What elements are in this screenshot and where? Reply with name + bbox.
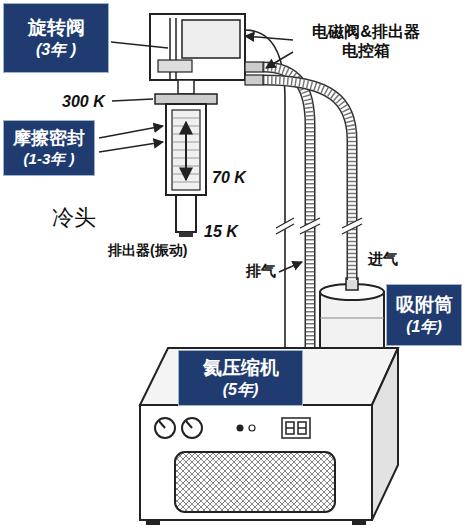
helium-compressor — [182, 418, 202, 438]
intake-hose — [263, 80, 352, 280]
adsorber-cylinder — [320, 318, 384, 319]
control-box-label: 电磁阀&排出器 电控箱 — [296, 22, 436, 60]
leader-lines — [99, 142, 163, 152]
part-label: 排出器(振动) — [108, 242, 187, 259]
cold-head — [245, 62, 263, 72]
exhaust-hose — [263, 67, 310, 352]
leader-lines — [279, 262, 302, 272]
break-marks — [342, 218, 362, 228]
helium-compressor — [140, 348, 398, 405]
leader-lines — [111, 42, 168, 48]
helium-compressor — [286, 422, 306, 434]
temperature-label: 70 K — [212, 168, 246, 187]
cold-head — [179, 232, 193, 237]
cold-head — [166, 104, 206, 195]
cold-head — [155, 94, 217, 104]
helium-compressor — [140, 348, 398, 525]
leader-lines — [99, 36, 302, 272]
cold-head — [178, 80, 194, 94]
leader-lines — [245, 36, 293, 40]
cold-head — [158, 60, 192, 72]
part-name: 旋转阀 — [28, 16, 85, 40]
helium-compressor — [282, 418, 310, 438]
cold-head — [176, 195, 196, 232]
break-marks — [276, 218, 362, 234]
cold-head — [245, 75, 263, 85]
intake-hose — [263, 80, 352, 280]
leader-lines — [112, 99, 153, 101]
cold-head — [182, 20, 240, 58]
helium-compressor — [249, 425, 255, 431]
break-marks — [300, 224, 320, 234]
helium-compressor — [155, 418, 175, 438]
part-life-box: 吸附筒(1年) — [386, 284, 462, 346]
flow-label: 进气 — [368, 250, 398, 268]
intake-hose — [263, 80, 352, 280]
break-marks — [276, 224, 294, 234]
cold-head — [173, 118, 199, 182]
cold-head — [185, 122, 187, 180]
leader-lines — [99, 126, 163, 138]
break-marks — [342, 224, 362, 234]
helium-compressor — [352, 520, 366, 525]
helium-compressor — [186, 421, 192, 428]
break-marks — [300, 218, 320, 228]
helium-compressor — [146, 520, 160, 525]
part-name: 吸附筒 — [396, 293, 453, 317]
temperature-label: 15 K — [204, 222, 238, 241]
flow-label: 排气 — [246, 262, 276, 280]
leader-lines — [266, 52, 293, 68]
helium-compressor — [372, 348, 398, 520]
part-name: 摩擦密封 — [13, 127, 85, 150]
helium-compressor — [140, 405, 372, 520]
exhaust-hose — [263, 67, 310, 352]
helium-compressor — [237, 425, 244, 432]
service-life: (3年 ) — [36, 40, 76, 60]
part-name: 氦压缩机 — [203, 356, 279, 380]
break-marks — [276, 218, 294, 228]
helium-compressor — [159, 421, 165, 428]
part-life-box: 旋转阀(3年 ) — [3, 3, 109, 73]
exhaust-hose — [263, 67, 310, 352]
exhaust-hose — [263, 67, 310, 352]
cold-head — [172, 110, 200, 190]
service-life: (1-3年 ) — [24, 150, 75, 169]
helium-compressor — [175, 452, 335, 512]
temperature-label: 300 K — [62, 92, 105, 111]
part-label: 冷头 — [52, 205, 96, 231]
part-life-box: 摩擦密封(1-3年 ) — [3, 120, 95, 176]
intake-hose — [263, 80, 352, 280]
service-life: (5年) — [223, 380, 259, 400]
part-life-box: 氦压缩机(5年) — [178, 350, 303, 406]
service-life: (1年) — [406, 317, 442, 337]
